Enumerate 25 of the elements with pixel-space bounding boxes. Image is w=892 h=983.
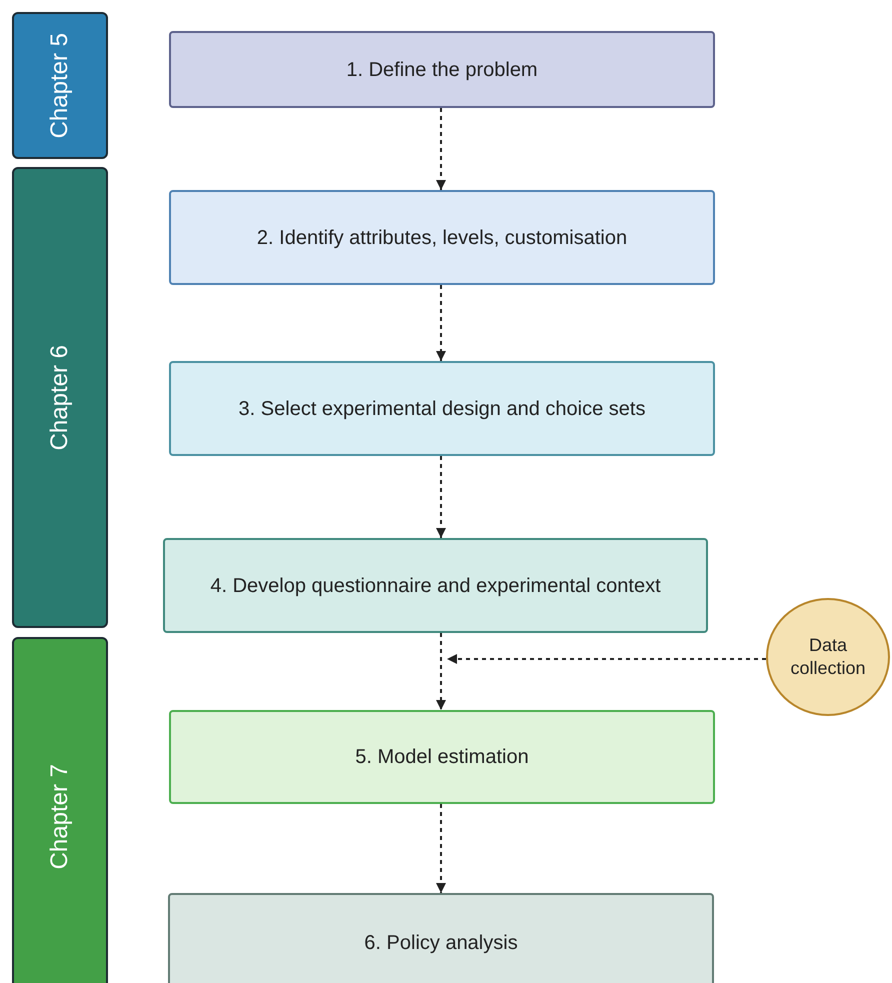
chapter-band <box>12 12 108 159</box>
chapter-label: Chapter 5 <box>46 32 74 138</box>
chapter-label: Chapter 7 <box>46 764 74 870</box>
arrow <box>436 456 446 538</box>
process-box <box>169 190 715 285</box>
process-box <box>169 31 715 108</box>
arrow <box>436 633 446 710</box>
node-label: 3. Select experimental design and choice sets <box>238 396 646 422</box>
node-label: 1. Define the problem <box>345 58 539 82</box>
process-box <box>169 710 715 804</box>
process-box <box>168 893 714 983</box>
arrow <box>447 654 766 664</box>
chapter-band <box>12 637 108 983</box>
node-label: 5. Model estimation <box>354 745 530 770</box>
chapter-label: Chapter 6 <box>46 344 74 450</box>
arrow <box>436 285 446 361</box>
chapter-band <box>12 167 108 628</box>
process-box <box>169 361 715 456</box>
node-label: Data collection <box>789 634 867 680</box>
node-label: 4. Develop questionnaire and experimental context <box>209 574 662 598</box>
node-label: 6. Policy analysis <box>363 931 519 956</box>
arrow <box>436 804 446 893</box>
node-label: 2. Identify attributes, levels, customisation <box>256 226 628 250</box>
process-box <box>163 538 708 633</box>
arrow <box>436 108 446 190</box>
